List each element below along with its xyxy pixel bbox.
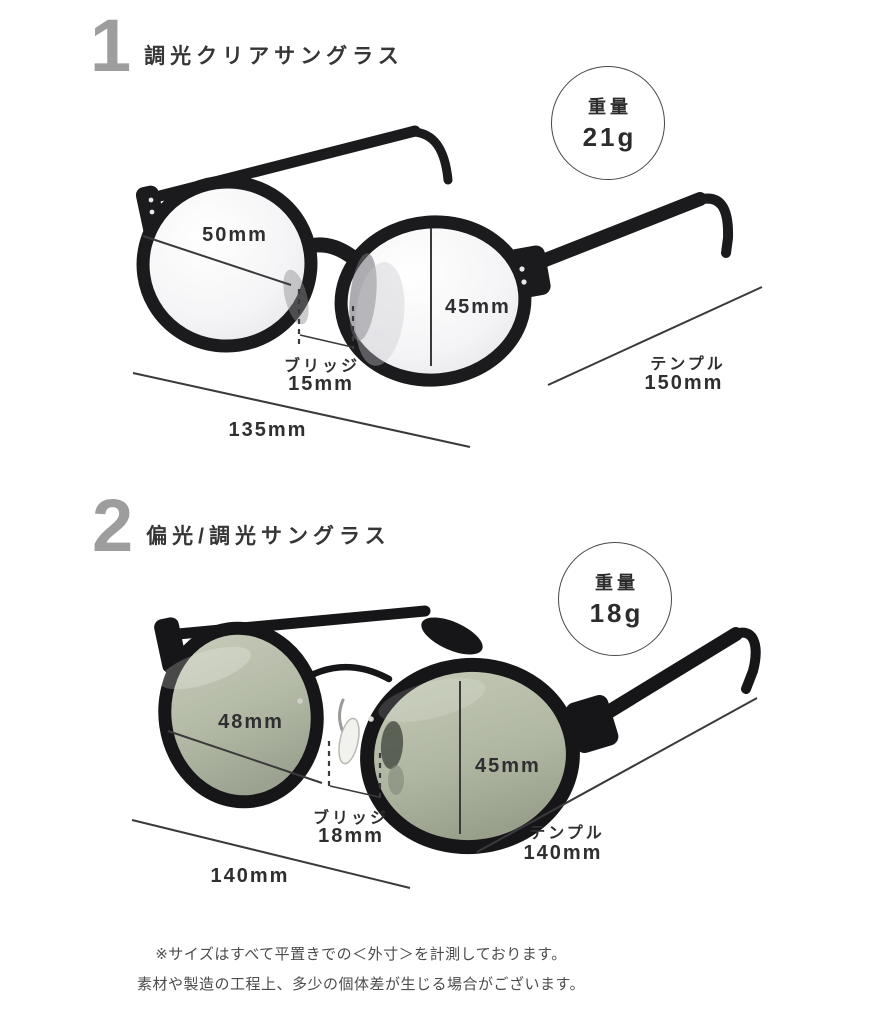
glasses-2-nosepad-arm (338, 698, 345, 734)
glasses-2-screws (297, 698, 374, 722)
glasses-2-right-temple (585, 627, 743, 729)
glasses-1-rivets (148, 197, 527, 285)
glasses-2-right-endpiece (565, 694, 619, 754)
frame-width-label-1: 135mm (228, 419, 308, 441)
frame-width-line-1 (132, 372, 471, 448)
glasses-2-nosepad (338, 717, 360, 765)
lens-height-label-2: 45mm (475, 755, 541, 777)
glasses-2-right-temple-tip (729, 627, 761, 694)
temple-value-2: 140mm (523, 842, 603, 864)
section-1-header: 1 調光クリアサングラス (90, 4, 404, 87)
section-1-number: 1 (90, 4, 132, 87)
glasses-2-right-lens-highlight (378, 678, 486, 722)
temple-line-1 (547, 286, 763, 386)
section-2-header: 2 偏光/調光サングラス (92, 484, 391, 567)
bridge-label-2: ブリッジ (312, 810, 390, 827)
glasses-1-lens-shading (355, 262, 405, 366)
weight-badge-1: 重量 21g (551, 66, 665, 180)
lens-width-line-1 (142, 235, 292, 286)
glasses-1-measurement-lines (132, 228, 763, 448)
size-note-line-1: ※サイズはすべて平置きでの＜外寸＞を計測しております。 (155, 946, 567, 963)
glasses-1-right-nosepad-shadow (349, 253, 377, 341)
glasses-2-right-lens (360, 657, 580, 855)
weight-label-2: 重量 (595, 573, 639, 593)
lens-width-label-2: 48mm (218, 711, 284, 733)
section-2-number: 2 (92, 484, 134, 567)
size-note: ※サイズはすべて平置きでの＜外寸＞を計測しております。 素材や製造の工程上、多少… (0, 940, 722, 1000)
glasses-1-folded-temple-tip (408, 127, 453, 185)
temple-line-2 (476, 697, 758, 853)
glasses-2-left-lens-highlight (159, 646, 251, 690)
lens-height-label-1: 45mm (445, 296, 511, 318)
temple-value-1: 150mm (644, 372, 724, 394)
weight-value-2: 18g (589, 598, 644, 628)
section-1-title: 調光クリアサングラス (144, 44, 404, 68)
glasses-1-left-nosepad-shadow (283, 269, 309, 325)
bridge-bracket-2 (329, 785, 380, 798)
glasses-1-right-lens (334, 215, 532, 387)
frame-width-label-2: 140mm (210, 865, 290, 887)
glasses-2-measurement-lines (131, 681, 758, 889)
frame-width-line-2 (131, 819, 411, 889)
glasses-2-left-lens (158, 621, 324, 809)
glasses-2-illustration (154, 605, 761, 855)
size-note-line-2: 素材や製造の工程上、多少の個体差が生じる場合がございます。 (136, 976, 585, 993)
glasses-2-folded-temple-tip (421, 617, 483, 655)
temple-label-1: テンプル (650, 356, 726, 373)
weight-value-1: 21g (582, 122, 637, 152)
temple-label-2: テンプル (529, 825, 605, 842)
bridge-value-2: 18mm (318, 825, 384, 847)
bridge-bracket-1 (299, 334, 353, 348)
section-2-title: 偏光/調光サングラス (146, 524, 391, 548)
bridge-label-1: ブリッジ (283, 358, 361, 375)
weight-label-1: 重量 (588, 97, 632, 117)
bridge-value-1: 15mm (288, 373, 354, 395)
glasses-2-nosepad-arm-shadow (388, 765, 404, 795)
glasses-2-nosepad-shadow (380, 721, 404, 769)
lens-width-line-2 (167, 730, 323, 784)
lens-width-label-1: 50mm (202, 224, 268, 246)
weight-badge-2: 重量 18g (558, 542, 672, 656)
glasses-1-right-temple-tip (693, 193, 734, 258)
glasses-1-right-temple (523, 192, 707, 273)
